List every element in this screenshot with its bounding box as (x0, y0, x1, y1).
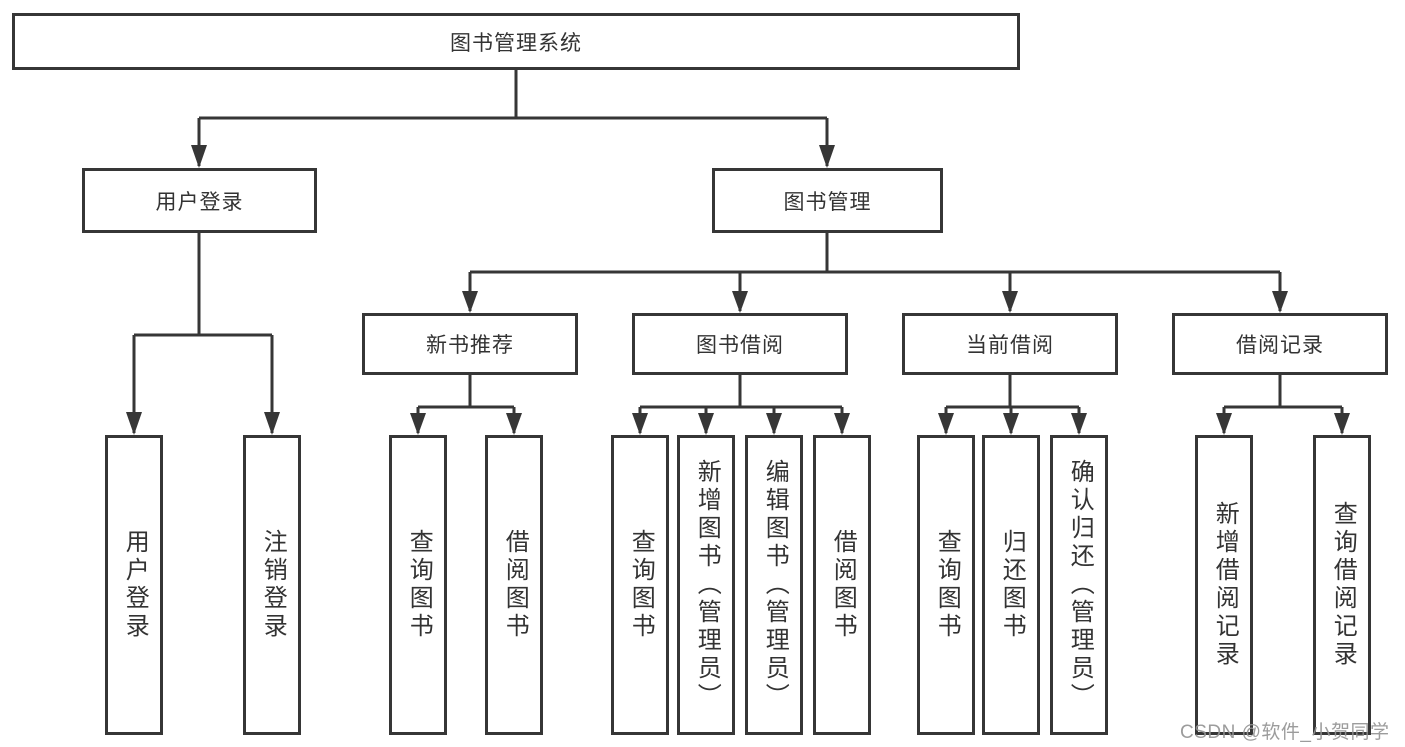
node-library-management-system: 图书管理系统 (12, 13, 1020, 70)
leaf-query-borrow-record: 查询借阅记录 (1313, 435, 1371, 735)
leaf-return-books: 归还图书 (982, 435, 1040, 735)
node-label: 当前借阅 (966, 334, 1054, 357)
csdn-watermark: CSDN @软件_小贺同学 (1180, 722, 1390, 743)
node-new-book-recommendation: 新书推荐 (362, 313, 578, 375)
leaf-logout: 注销登录 (243, 435, 301, 735)
leaf-add-books-admin: 新增图书（管理员） (677, 435, 735, 735)
node-label: 借阅记录 (1236, 334, 1324, 357)
node-label: 新增借阅记录 (1211, 501, 1239, 669)
node-label: 归还图书 (998, 529, 1026, 641)
node-borrowing-records: 借阅记录 (1172, 313, 1388, 375)
node-label: 用户登录 (155, 190, 244, 214)
node-label: 新书推荐 (426, 334, 514, 357)
node-current-borrowing: 当前借阅 (902, 313, 1118, 375)
node-label: 查询图书 (627, 529, 655, 641)
node-label: 查询图书 (405, 529, 433, 641)
node-label: 查询图书 (933, 529, 961, 641)
connector-strokes (132, 70, 1344, 433)
arrowheads (126, 145, 1350, 435)
node-user-login: 用户登录 (82, 168, 317, 233)
leaf-add-borrow-record: 新增借阅记录 (1195, 435, 1253, 735)
node-label: 图书管理 (783, 190, 872, 214)
node-label: 编辑图书（管理员） (761, 459, 789, 711)
node-label: 注销登录 (259, 529, 287, 641)
node-label: 图书管理系统 (450, 31, 582, 55)
node-label: 新增图书（管理员） (693, 459, 721, 711)
node-label: 查询借阅记录 (1329, 501, 1357, 669)
leaf-borrow-books: 借阅图书 (485, 435, 543, 735)
node-label: 借阅图书 (501, 529, 529, 641)
leaf-query-books: 查询图书 (611, 435, 669, 735)
leaf-user-login: 用户登录 (105, 435, 163, 735)
leaf-query-books: 查询图书 (917, 435, 975, 735)
node-book-borrowing: 图书借阅 (632, 313, 848, 375)
leaf-confirm-return-admin: 确认归还（管理员） (1050, 435, 1108, 735)
node-label: 借阅图书 (829, 529, 857, 641)
node-label: 用户登录 (121, 529, 149, 641)
node-label: 确认归还（管理员） (1066, 459, 1094, 711)
leaf-borrow-books: 借阅图书 (813, 435, 871, 735)
leaf-query-books: 查询图书 (389, 435, 447, 735)
node-label: 图书借阅 (696, 334, 784, 357)
leaf-edit-books-admin: 编辑图书（管理员） (745, 435, 803, 735)
node-book-management: 图书管理 (712, 168, 943, 233)
